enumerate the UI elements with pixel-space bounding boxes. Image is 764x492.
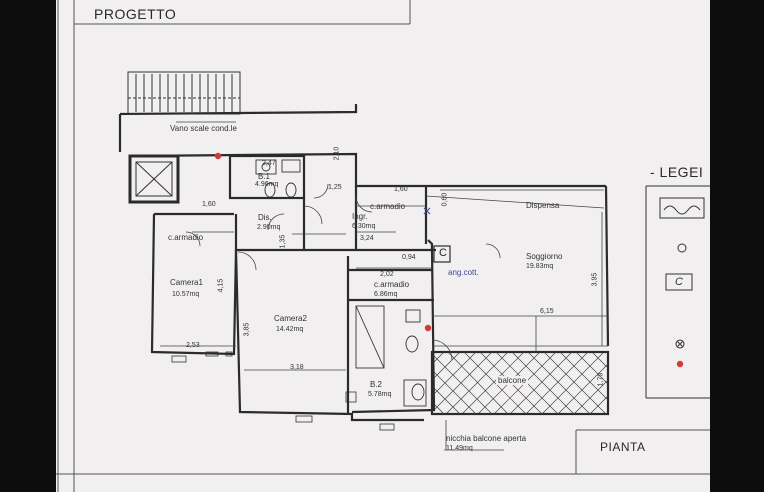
window-markers [171,351,395,431]
room-dispensa: Dispensa [526,201,560,210]
red-marker-hall [214,152,222,160]
drawing-sheet: PROGETTO - LEGEI C PIANTA Vano scale con… [56,0,710,492]
room-ingr-area: 6.30mq [352,223,376,230]
dim-0-60: 0,60 [441,192,449,207]
blue-cross-mark [423,207,431,215]
room-b1-area: 4.96mq [255,181,279,188]
dim-1-79: 1,79 [597,372,605,387]
room-soggiorno-area: 19.83mq [526,263,554,270]
dim-2-10: 2,10 [333,146,341,161]
red-marker-legend [676,360,684,368]
room-b1-name: B.1 [258,172,271,181]
room-b2-name: B.2 [370,380,383,389]
legend-c-symbol: C [675,276,683,288]
thin-lines [160,121,608,451]
room-camera2-name: Camera2 [274,314,307,323]
room-ingr-name: Ingr. [352,212,368,221]
dim-1-35: 1,35 [279,234,287,249]
room-nicchia-name: nicchia balcone aperta [446,434,527,443]
balcony-hatch [431,351,609,415]
dim-6-15: 6,15 [540,308,554,315]
bathroom-fixtures [255,159,427,407]
room-soggiorno-name: Soggiorno [526,252,563,261]
dim-3-85: 3,85 [243,322,251,337]
room-camera1-name: Camera1 [170,278,203,287]
legend-box [645,185,710,399]
room-camera2-area: 14.42mq [276,326,304,333]
dim-0-94: 0,94 [402,254,416,261]
plan-label: PIANTA [600,440,646,454]
dim-2-53: 2,53 [186,342,200,349]
dim-2-02: 2,02 [380,271,394,278]
room-c-armadio-top: c.armadio [370,202,406,211]
walls [118,104,610,422]
door-swings [185,183,501,361]
floor-plan-drawing [56,0,710,492]
kitchen-symbol: C [439,247,447,259]
kitchen-symbol-box [433,245,451,263]
dim-4-15: 4,15 [217,278,225,293]
dim-1-25: 1,25 [328,184,342,191]
room-vano-scale: Vano scale cond.le [170,124,238,133]
dim-2-47: 2,47 [262,160,276,167]
room-b2-area: 5.78mq [368,391,392,398]
drawing-title: PROGETTO [94,6,177,22]
room-dis-area: 2.90mq [257,224,281,231]
room-nicchia-area: 11.49mq [446,445,473,452]
room-c-armadio-left: c.armadio [168,233,204,242]
dim-1-60-b: 1,60 [394,186,408,193]
dim-1-60-a: 1,60 [202,201,216,208]
sheet-frame [56,0,710,492]
elevator [135,161,173,197]
room-balcone: balcone [496,376,529,385]
room-c-armadio-mid-area: 6.86mq [374,291,398,298]
legend-title: - LEGEI [650,164,704,180]
room-c-armadio-mid-name: c.armadio [374,280,410,289]
dim-3-18: 3,18 [290,364,304,371]
red-marker-living [424,324,432,332]
room-ang-cott: ang.cott. [448,268,479,277]
room-dis-name: Dis. [258,213,272,222]
dim-3-95: 3,95 [591,272,599,287]
room-camera1-area: 10.57mq [172,291,200,298]
dim-3-24: 3,24 [360,235,374,242]
staircase [127,71,241,115]
